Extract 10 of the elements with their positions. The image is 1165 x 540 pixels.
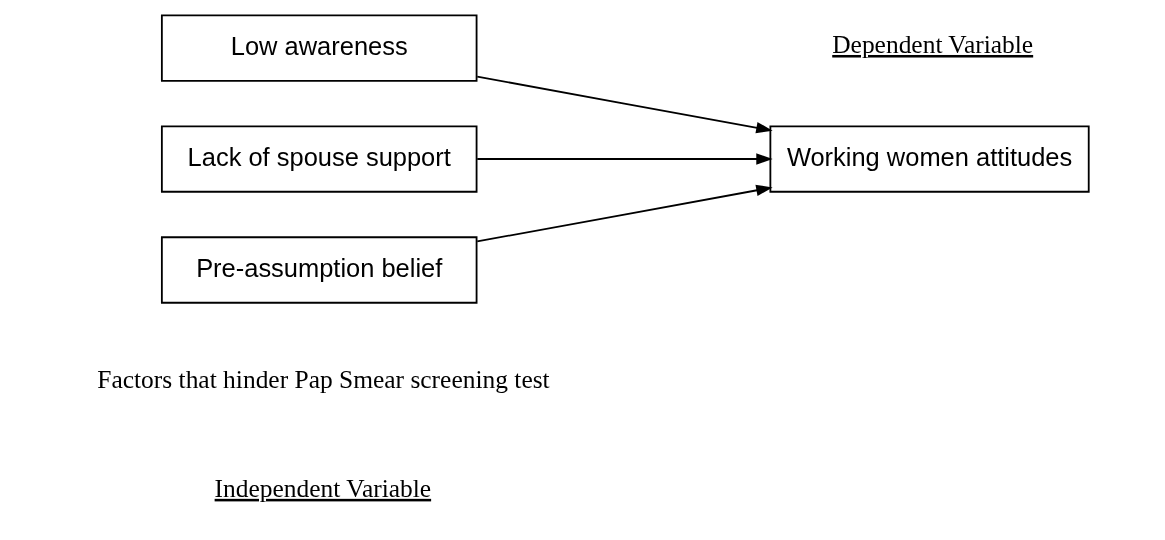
arrow [475,184,773,243]
node-box: Lack of spouse support [160,125,477,193]
arrow [475,75,773,134]
label: Independent Variable [214,473,431,503]
node-box: Working women attitudes [768,125,1090,193]
node-box: Low awareness [160,14,477,82]
arrow [475,153,773,165]
node-box: Pre-assumption belief [160,236,477,304]
label: Factors that hinder Pap Smear screening test [96,364,550,394]
label: Dependent Variable [831,29,1033,59]
